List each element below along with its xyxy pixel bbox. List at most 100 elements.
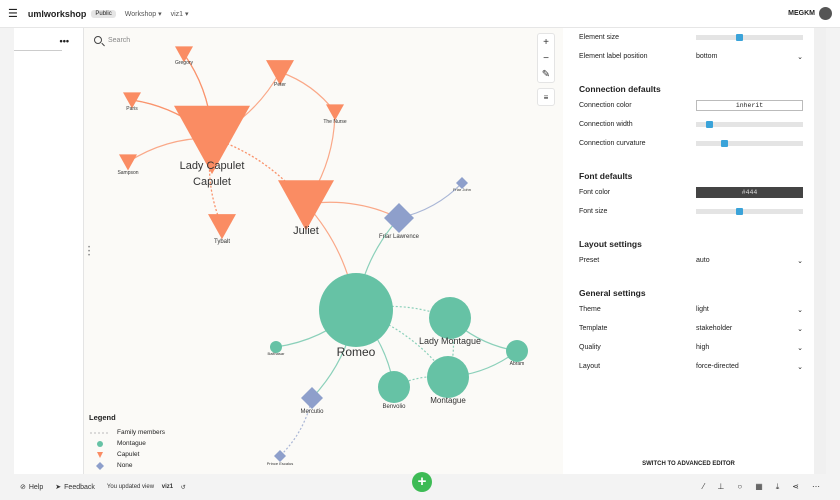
magic-wand-icon[interactable]: ⁄ bbox=[703, 482, 705, 491]
setting-slider[interactable] bbox=[696, 208, 803, 215]
node-balthasar[interactable] bbox=[270, 341, 282, 353]
view-dropdown[interactable]: viz1 ▾ bbox=[170, 10, 189, 18]
advanced-editor-button[interactable]: SWITCH TO ADVANCED EDITOR bbox=[642, 461, 735, 467]
setting-row: Connection width bbox=[579, 115, 804, 134]
node-label: Juliet bbox=[293, 225, 319, 237]
app-title[interactable]: umlworkshop bbox=[27, 8, 87, 19]
node-label: Romeo bbox=[337, 345, 376, 359]
feedback-button[interactable]: ➤Feedback bbox=[55, 483, 95, 492]
help-button[interactable]: ⊘Help bbox=[20, 483, 44, 492]
flask-icon[interactable]: ⊥ bbox=[717, 482, 725, 491]
resize-handle[interactable]: ••• bbox=[88, 245, 91, 259]
setting-label: Theme bbox=[579, 306, 601, 313]
node-label: Tybalt bbox=[214, 239, 230, 245]
chevron-down-icon[interactable]: ⌄ bbox=[797, 53, 803, 61]
setting-row: Element label position bottom⌄ bbox=[579, 47, 804, 66]
legend-item: Family members bbox=[90, 429, 166, 436]
toolbar-icons: ⁄ ⊥ ○ ▦ ⤓ ⋖ ⋯ bbox=[703, 482, 820, 492]
setting-select[interactable]: light⌄ bbox=[696, 306, 803, 314]
node-ladycap[interactable] bbox=[174, 105, 250, 175]
section-title: Layout settings bbox=[579, 239, 642, 249]
node-label: Montague bbox=[430, 396, 466, 405]
node-escalus[interactable] bbox=[274, 450, 286, 462]
chevron-down-icon[interactable]: ⌄ bbox=[797, 363, 803, 371]
node-tybalt[interactable] bbox=[208, 214, 236, 240]
setting-label: Layout bbox=[579, 363, 601, 370]
section-title: General settings bbox=[579, 288, 646, 298]
node-gregory[interactable] bbox=[175, 46, 193, 63]
setting-row: Theme light⌄ bbox=[579, 300, 804, 319]
legend-item: None bbox=[89, 460, 165, 471]
slider-knob[interactable] bbox=[736, 208, 743, 215]
node-juliet[interactable] bbox=[278, 180, 334, 231]
connection-line[interactable] bbox=[279, 397, 313, 457]
update-status: You updated view viz1 ↺ bbox=[106, 484, 186, 491]
node-sampson[interactable] bbox=[119, 154, 137, 171]
more-options-icon[interactable]: ••• bbox=[59, 36, 69, 46]
zoom-out-button[interactable]: − bbox=[543, 52, 549, 64]
node-label: Prince Escalus bbox=[267, 461, 293, 466]
setting-select[interactable]: auto⌄ bbox=[696, 257, 803, 265]
undo-icon[interactable]: ↺ bbox=[180, 484, 186, 491]
setting-slider[interactable] bbox=[696, 121, 803, 128]
node-mercutio[interactable] bbox=[301, 387, 323, 409]
download-icon[interactable]: ⤓ bbox=[775, 482, 780, 491]
comment-icon[interactable]: ○ bbox=[737, 482, 743, 491]
chevron-down-icon[interactable]: ⌄ bbox=[797, 306, 803, 314]
filter-button[interactable]: ≡ bbox=[537, 88, 555, 106]
node-benvolio[interactable] bbox=[378, 371, 410, 403]
menu-icon[interactable]: ☰ bbox=[8, 8, 18, 20]
setting-row: Layout force-directed⌄ bbox=[579, 357, 804, 376]
setting-label: Preset bbox=[579, 257, 600, 264]
node-montague[interactable] bbox=[427, 356, 469, 398]
edit-icon[interactable]: ✎ bbox=[541, 68, 551, 80]
setting-row: Preset auto⌄ bbox=[579, 251, 804, 270]
more-icon[interactable]: ⋯ bbox=[812, 482, 820, 491]
search-box[interactable]: Search bbox=[94, 36, 130, 44]
table-icon[interactable]: ▦ bbox=[755, 482, 763, 491]
search-placeholder[interactable]: Search bbox=[108, 36, 131, 44]
legend-item: Capulet bbox=[89, 449, 165, 460]
zoom-in-button[interactable]: + bbox=[543, 36, 549, 48]
search-icon bbox=[94, 36, 102, 44]
project-dropdown[interactable]: Workshop ▾ bbox=[124, 10, 162, 18]
setting-label: Element label position bbox=[579, 53, 648, 60]
node-nurse[interactable] bbox=[326, 104, 344, 121]
slider-knob[interactable] bbox=[706, 121, 713, 128]
node-label: Paris bbox=[126, 106, 138, 112]
node-romeo[interactable] bbox=[319, 273, 393, 347]
node-paris[interactable] bbox=[123, 92, 141, 109]
user-menu[interactable]: MEGKM bbox=[788, 7, 832, 20]
slider-knob[interactable] bbox=[721, 140, 728, 147]
setting-select[interactable]: bottom⌄ bbox=[696, 53, 803, 61]
setting-row: Template stakeholder⌄ bbox=[579, 319, 804, 338]
setting-select[interactable]: stakeholder⌄ bbox=[696, 325, 803, 333]
node-friarjohn[interactable] bbox=[456, 177, 468, 189]
add-button[interactable]: + bbox=[412, 472, 432, 492]
chevron-down-icon[interactable]: ⌄ bbox=[797, 257, 803, 265]
node-abram[interactable] bbox=[506, 340, 528, 362]
setting-slider[interactable] bbox=[696, 140, 803, 147]
node-label: Abram bbox=[510, 361, 525, 367]
setting-select[interactable]: high⌄ bbox=[696, 344, 803, 352]
username: MEGKM bbox=[788, 10, 815, 17]
setting-select[interactable]: force-directed⌄ bbox=[696, 363, 803, 371]
chevron-down-icon[interactable]: ⌄ bbox=[797, 344, 803, 352]
chevron-down-icon[interactable]: ⌄ bbox=[797, 325, 803, 333]
setting-input[interactable]: inherit bbox=[696, 100, 803, 111]
share-icon[interactable]: ⋖ bbox=[792, 482, 799, 491]
node-ladymon[interactable] bbox=[429, 297, 471, 339]
connection-line[interactable] bbox=[279, 71, 336, 113]
setting-input[interactable]: #444 bbox=[696, 187, 803, 198]
setting-label: Template bbox=[579, 325, 608, 332]
slider-knob[interactable] bbox=[736, 34, 743, 41]
node-friar[interactable] bbox=[384, 203, 414, 233]
setting-slider[interactable] bbox=[696, 34, 803, 41]
scrollbar[interactable] bbox=[814, 28, 826, 474]
avatar[interactable] bbox=[819, 7, 832, 20]
node-peter[interactable] bbox=[266, 60, 294, 86]
